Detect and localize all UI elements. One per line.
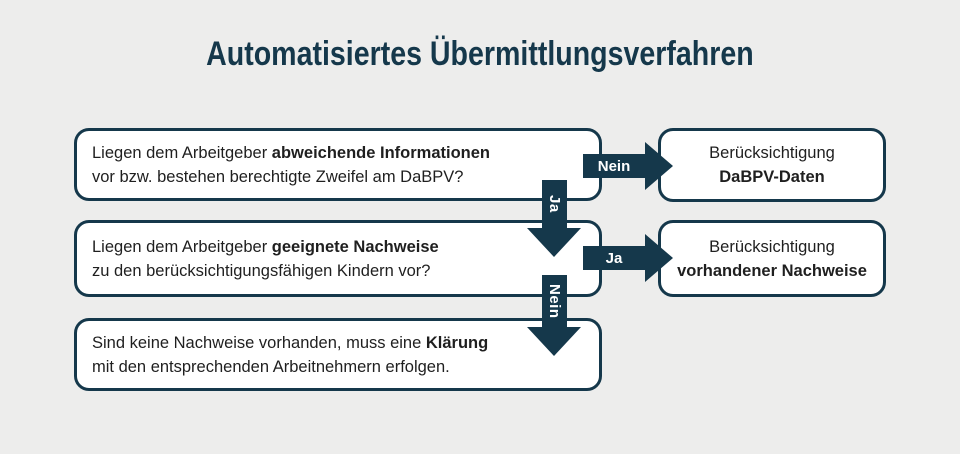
question-3-line-2: mit den entsprechenden Arbeitnehmern erf… (92, 357, 450, 376)
arrow-right-nein-head-icon (645, 142, 673, 190)
question-3-text-bold: Klärung (425, 333, 489, 352)
arrow-down-ja-head-icon (527, 228, 581, 257)
question-3-line-1: Sind keine Nachweise vorhanden, muss ein… (92, 331, 488, 355)
result-box-existing-evidence: Berücksichtigung vorhandener Nachweise (658, 220, 886, 297)
result-box-dabpv-data: Berücksichtigung DaBPV-Daten (658, 128, 886, 202)
result-1-text-bold: DaBPV-Daten (719, 168, 825, 186)
result-2-line-1: Berücksichtigung (709, 237, 835, 256)
result-1-line-2: DaBPV-Daten (719, 165, 824, 189)
result-2-text-bold: vorhandener Nachweise (677, 261, 867, 280)
arrow-right-ja: Ja (583, 246, 645, 270)
arrow-down-ja: Ja (542, 180, 567, 228)
question-box-suitable-evidence: Liegen dem Arbeitgeber geeignete Nachwei… (74, 220, 602, 297)
arrow-right-nein-label: Nein (597, 157, 631, 175)
question-3-text-normal: Sind keine Nachweise vorhanden, muss ein… (92, 333, 426, 352)
arrow-right-ja-head-icon (645, 234, 673, 282)
question-2-text-bold: geeignete Nachweise (271, 237, 439, 256)
arrow-down-nein-head-icon (527, 327, 581, 356)
result-1-line-1: Berücksichtigung (709, 144, 835, 162)
page-title-text: Automatisiertes Übermittlungsverfahren (206, 35, 754, 73)
page-title: Automatisiertes Übermittlungsverfahren (0, 36, 960, 72)
arrow-down-ja-label: Ja (546, 195, 563, 213)
question-box-clarification: Sind keine Nachweise vorhanden, muss ein… (74, 318, 602, 391)
arrow-right-nein: Nein (583, 154, 645, 178)
question-2-line-2: zu den berücksichtigungsfähigen Kindern … (92, 261, 431, 280)
question-2-text-normal: Liegen dem Arbeitgeber (92, 237, 272, 256)
question-2-line-1: Liegen dem Arbeitgeber geeignete Nachwei… (92, 235, 439, 259)
arrow-down-nein-label: Nein (546, 283, 563, 319)
question-1-line-1: Liegen dem Arbeitgeber abweichende Infor… (92, 141, 490, 165)
question-1-text-normal: Liegen dem Arbeitgeber (92, 143, 272, 162)
result-2-line-2: vorhandener Nachweise (677, 259, 867, 283)
question-box-dabpv-doubt: Liegen dem Arbeitgeber abweichende Infor… (74, 128, 602, 201)
question-1-text-bold: abweichende Informationen (271, 143, 490, 162)
arrow-right-ja-label: Ja (605, 249, 623, 267)
question-1-line-2: vor bzw. bestehen berechtigte Zweifel am… (92, 167, 464, 186)
arrow-down-nein: Nein (542, 275, 567, 327)
